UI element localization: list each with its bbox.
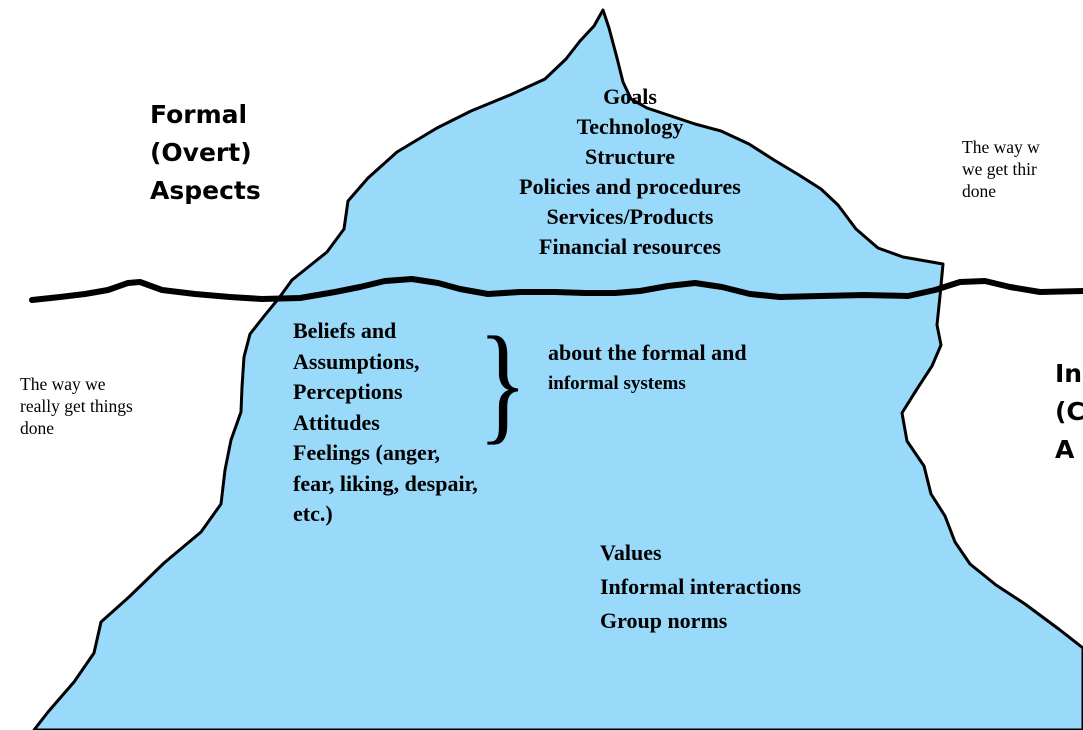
beliefs-line: Feelings (anger, [293, 440, 441, 465]
formal-element: Policies and procedures [519, 174, 741, 199]
about-systems-text: about the formal and informal systems [548, 337, 747, 399]
formal-label-line: Formal [150, 100, 248, 129]
informal-label-line: (C [1055, 397, 1083, 426]
informal-label-line: In [1055, 359, 1083, 388]
formal-label-line: (Overt) [150, 138, 252, 167]
formal-elements-list: Goals Technology Structure Policies and … [390, 82, 870, 262]
beliefs-line: Beliefs and [293, 318, 397, 343]
informal-label-line: A [1055, 435, 1075, 464]
informal-way-note: The way we really get things done [20, 373, 133, 439]
beliefs-line: Perceptions [293, 379, 403, 404]
formal-note-line: The way w [962, 137, 1040, 157]
beliefs-line: Attitudes [293, 409, 380, 435]
formal-aspects-label: Formal (Overt) Aspects [150, 96, 261, 210]
values-list: Values Informal interactions Group norms [600, 536, 801, 638]
informal-aspects-label: In (C A [1055, 355, 1083, 469]
formal-element: Services/Products [546, 204, 714, 229]
values-line: Values [600, 540, 662, 565]
beliefs-list: Beliefs and Assumptions, Perceptions Att… [293, 316, 478, 530]
about-line: informal systems [548, 373, 686, 394]
formal-way-note: The way w we get thir done [962, 136, 1040, 202]
formal-element: Technology [576, 114, 684, 139]
beliefs-line: Assumptions, [293, 348, 420, 374]
values-line: Group norms [600, 608, 728, 633]
formal-label-line: Aspects [150, 176, 261, 205]
informal-note-line: The way we [20, 374, 106, 394]
curly-brace: } [478, 309, 528, 456]
beliefs-line: fear, liking, despair, [293, 470, 478, 496]
formal-element: Financial resources [539, 234, 721, 259]
informal-note-line: really get things [20, 396, 133, 416]
formal-element: Goals [603, 84, 657, 109]
formal-note-line: we get thir [962, 159, 1037, 179]
values-line: Informal interactions [600, 574, 802, 599]
iceberg-body [32, 8, 1083, 730]
beliefs-line: etc.) [293, 501, 333, 526]
water-line [29, 276, 1083, 303]
about-line: about the formal and [548, 340, 747, 365]
formal-element: Structure [584, 144, 676, 169]
formal-note-line: done [962, 181, 997, 201]
informal-note-line: done [20, 418, 55, 438]
